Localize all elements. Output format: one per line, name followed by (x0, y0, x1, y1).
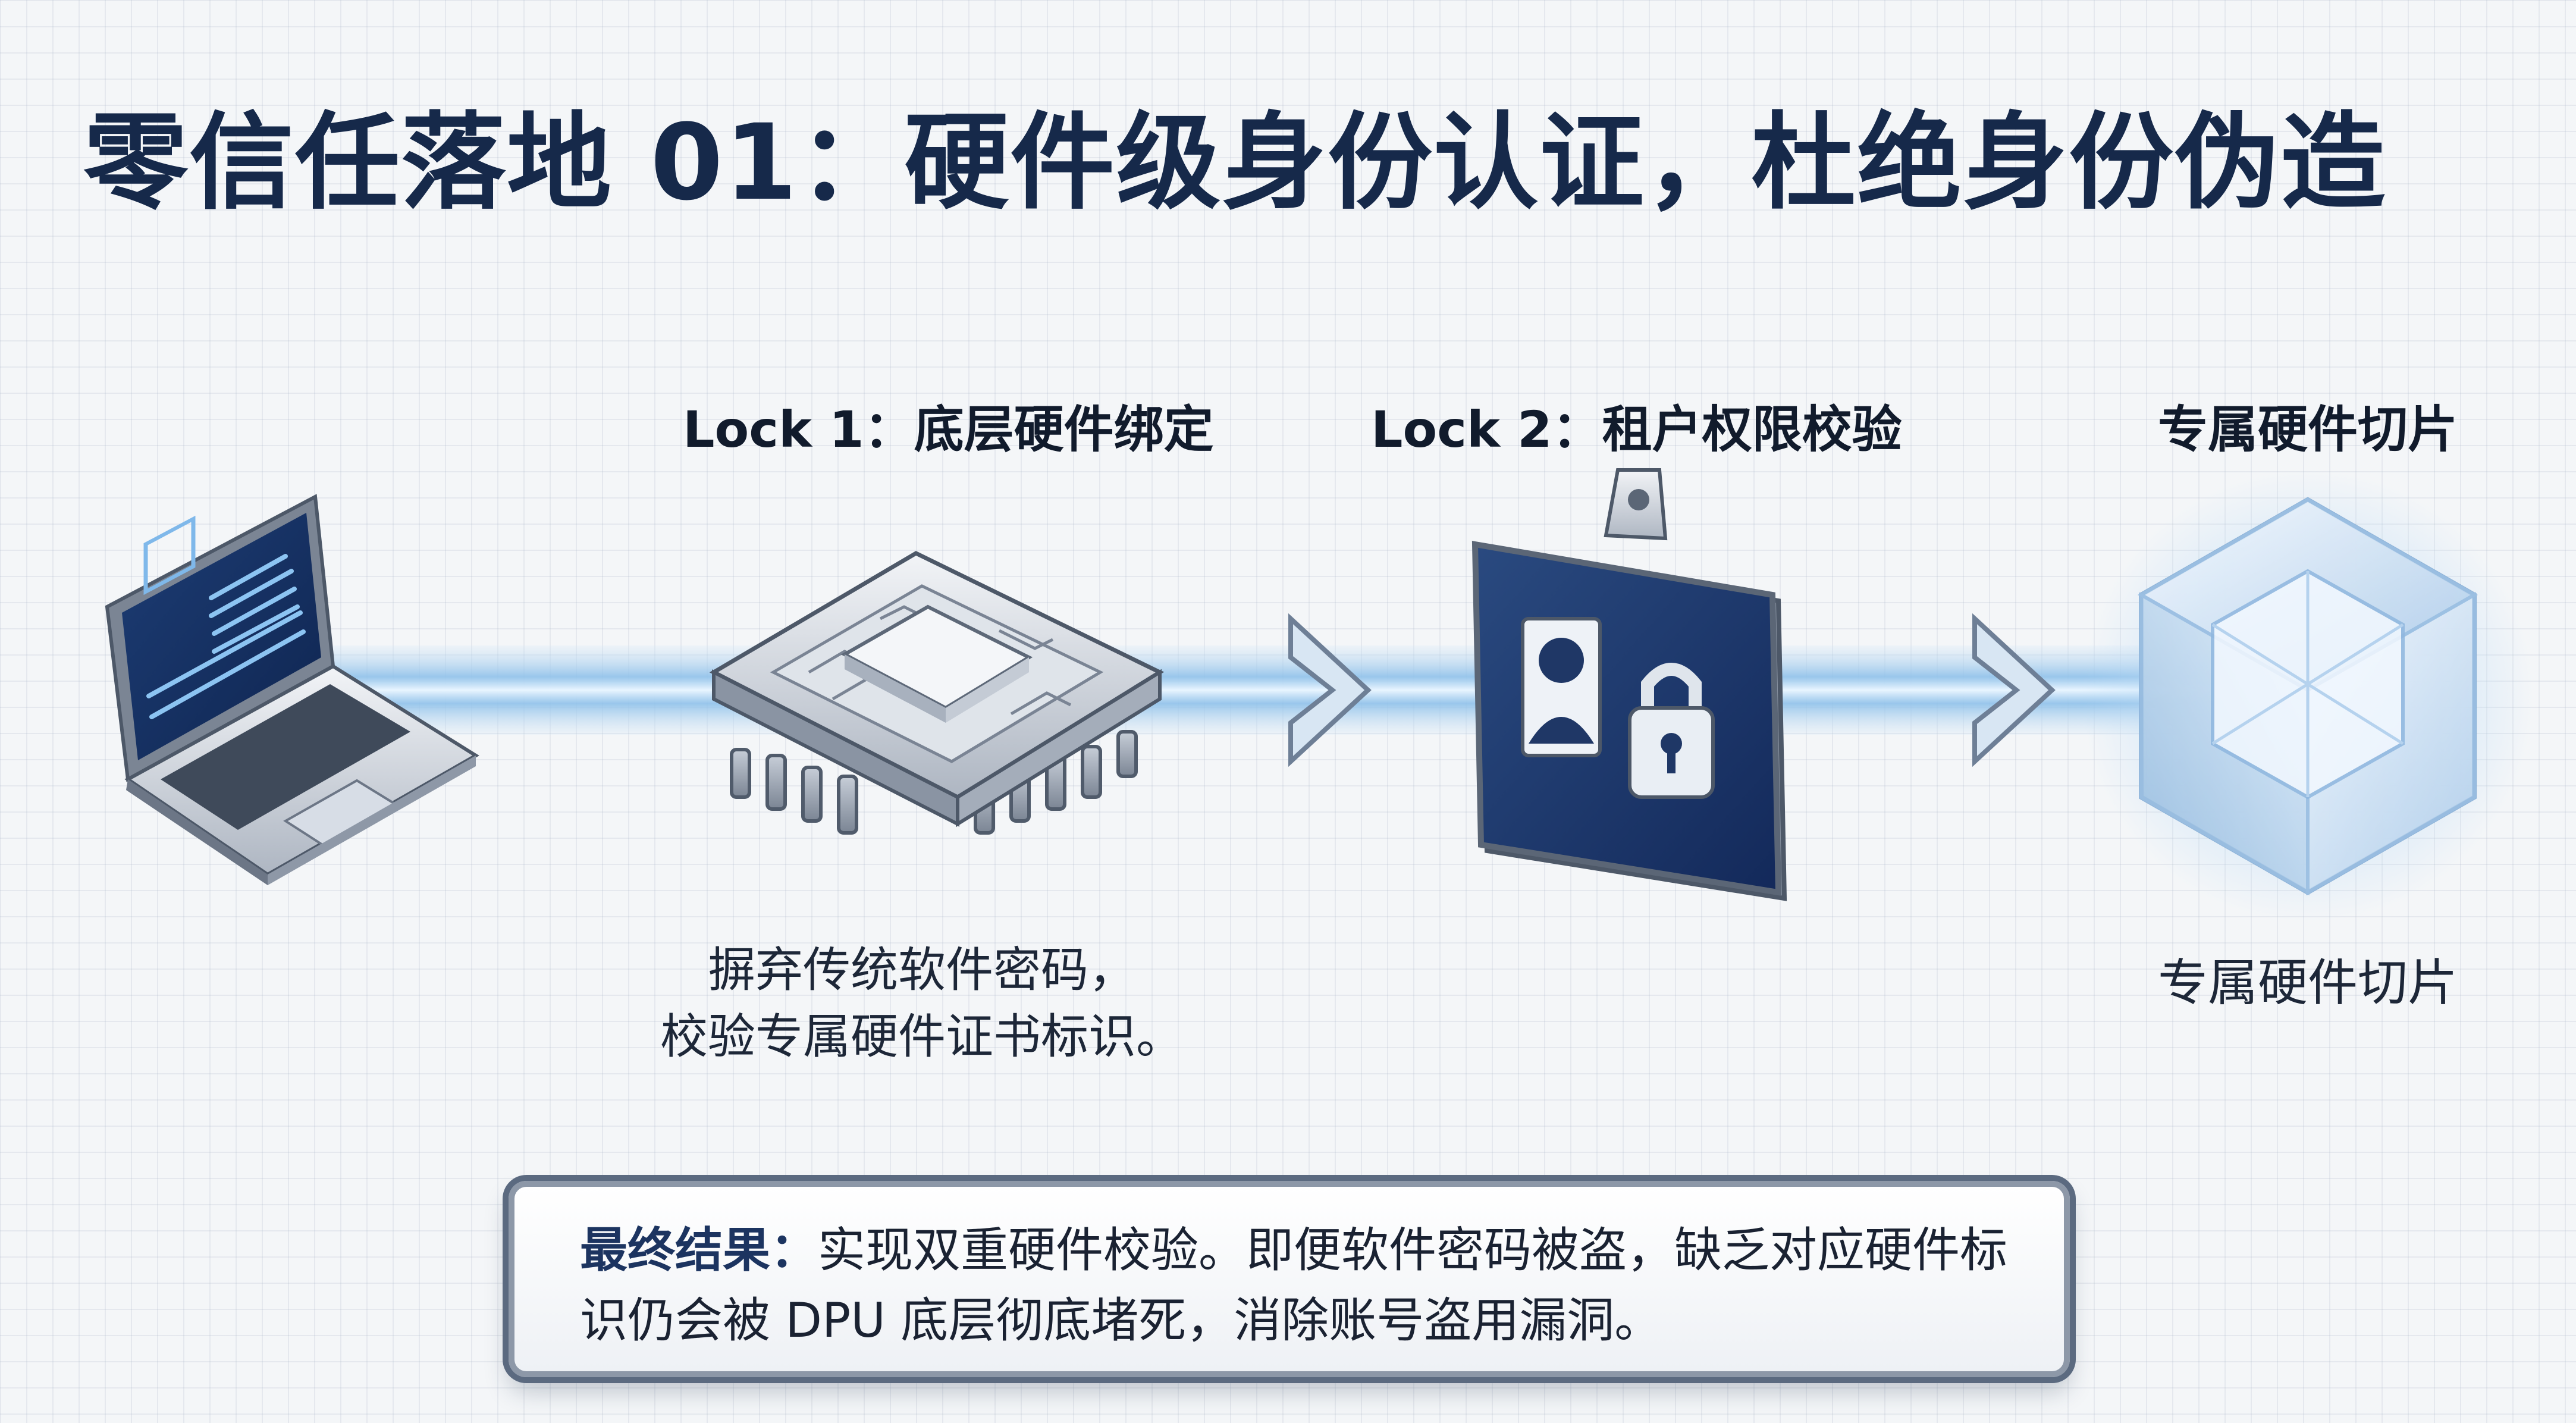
result-description: 实现双重硬件校验。即便软件密码被盗，缺乏对应硬件标识仍会被 DPU 底层彻底堵死… (580, 1223, 2007, 1348)
result-box: 最终结果：实现双重硬件校验。即便软件密码被盗，缺乏对应硬件标识仍会被 DPU 底… (509, 1181, 2070, 1377)
lock1-description-line2: 校验专属硬件证书标识。 (660, 1009, 1184, 1064)
result-text-block: 最终结果：实现双重硬件校验。即便软件密码被盗，缺乏对应硬件标识仍会被 DPU 底… (580, 1215, 2019, 1356)
padlock-icon (1628, 663, 1715, 799)
page-title: 零信任落地 01：硬件级身份认证，杜绝身份伪造 (83, 102, 2387, 224)
id-badge-icon (1471, 468, 1787, 901)
light-beam (333, 645, 2236, 735)
arrow-right-icon (1288, 613, 1372, 767)
result-title: 最终结果： (580, 1223, 818, 1278)
lock2-label: Lock 2：租户权限校验 (1371, 400, 1902, 459)
lock1-description-line1: 摒弃传统软件密码， (708, 942, 1136, 998)
arrow-right-icon (1972, 613, 2056, 767)
lock1-description: 摒弃传统软件密码， 校验专属硬件证书标识。 (636, 937, 1207, 1070)
slice-label-top: 专属硬件切片 (2157, 400, 2458, 459)
lock1-label: Lock 1：底层硬件绑定 (683, 400, 1214, 459)
slice-label-bottom: 专属硬件切片 (2157, 954, 2458, 1012)
crystal-cube-icon (2082, 470, 2534, 922)
laptop-icon (105, 494, 479, 885)
chip-icon (709, 551, 1165, 835)
